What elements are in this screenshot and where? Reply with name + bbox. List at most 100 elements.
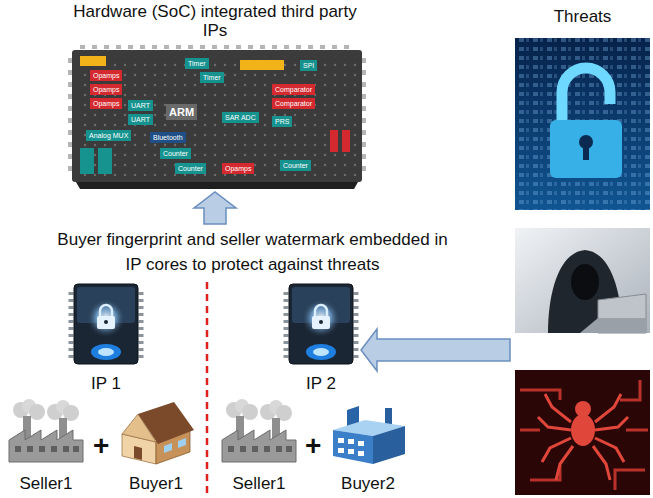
smoke xyxy=(29,404,45,420)
chip-block xyxy=(80,148,94,174)
ip-light xyxy=(91,344,121,360)
picture-ground xyxy=(515,228,650,333)
lock-shackle xyxy=(315,305,327,317)
ip-core-icon xyxy=(71,284,141,364)
node-text: Buyer1 xyxy=(129,474,183,494)
chip-block-label: SPI xyxy=(300,60,317,71)
ip-pins xyxy=(354,292,359,358)
chip-body xyxy=(72,50,362,182)
lock-body xyxy=(312,316,330,329)
node-text: Hardware (SoC) integrated third party IP… xyxy=(70,3,360,40)
factory-windows xyxy=(338,438,364,456)
factory-body xyxy=(9,430,83,462)
lock-keyhole xyxy=(104,320,108,324)
block-arrow xyxy=(361,329,510,371)
chip-block-label: ARM xyxy=(166,104,197,120)
chip-block xyxy=(240,60,284,70)
spider-body xyxy=(571,414,595,446)
data-bits xyxy=(515,38,650,210)
node-text: Buyer fingerprint and seller watermark e… xyxy=(53,228,453,277)
chip-block-label: Opamps xyxy=(90,98,122,109)
lock-body xyxy=(97,316,115,329)
spider-head xyxy=(575,401,591,417)
ip-pins xyxy=(139,292,144,358)
buyer-factory-icon xyxy=(333,406,405,464)
ip-light xyxy=(306,344,336,360)
ip-core-icon xyxy=(286,284,356,364)
chip-block xyxy=(342,130,350,152)
factory-windows xyxy=(15,446,79,452)
block-arrow xyxy=(194,192,236,224)
ip-pins xyxy=(69,292,74,358)
seller-factory-icon xyxy=(222,399,296,462)
picture-ground xyxy=(515,370,650,495)
soc-chip xyxy=(70,47,364,189)
ip-light xyxy=(98,348,114,356)
node-text: Threats xyxy=(554,7,612,27)
picture-ground xyxy=(515,38,650,210)
node-text: IP 1 xyxy=(91,374,121,394)
chip-block xyxy=(80,56,106,66)
lock-keyhole xyxy=(319,320,323,324)
chip-block xyxy=(330,130,338,152)
chip-block-label: Timer xyxy=(185,58,209,69)
node-text: Buyer2 xyxy=(341,474,395,494)
spider-legs xyxy=(538,394,628,480)
plus-sign: + xyxy=(93,432,109,460)
laptop-base xyxy=(580,318,646,333)
chip-block-label: Opamps xyxy=(222,163,254,174)
threats-panel: Threats xyxy=(512,0,653,498)
chip-edge xyxy=(76,182,358,189)
ip-protection-band: Buyer fingerprint and seller watermark e… xyxy=(0,226,505,498)
lock-shackle xyxy=(562,68,610,122)
chip-block-label: UART xyxy=(128,100,153,111)
house-door xyxy=(134,446,142,460)
chip-pins xyxy=(80,45,356,49)
factory-side xyxy=(373,426,405,464)
chip-block-label: Counter xyxy=(280,160,311,171)
ip-core-node: IP 1 xyxy=(68,282,144,394)
buyer-house-icon xyxy=(122,402,194,464)
factory-front xyxy=(333,430,373,464)
ip-body xyxy=(74,284,138,364)
chip-block-label: Opamps xyxy=(90,84,122,95)
ip-body xyxy=(289,284,353,364)
ip-pins xyxy=(284,292,289,358)
chip-pins xyxy=(68,58,72,178)
ip-light xyxy=(313,348,329,356)
node-text: IP 2 xyxy=(306,374,336,394)
chip-block-label: Timer xyxy=(200,72,224,83)
lock-body xyxy=(550,120,622,178)
chip-pins xyxy=(362,58,366,178)
ip-core-node: IP 2 xyxy=(283,282,359,394)
open-lock-picture xyxy=(515,38,650,210)
node-text: Seller1 xyxy=(233,474,286,494)
seller-node: Seller1 xyxy=(5,398,87,496)
node-text: Seller1 xyxy=(20,474,73,494)
lock-keyhole xyxy=(583,144,589,160)
buyer-node: Buyer2 xyxy=(325,398,411,496)
circuit-traces xyxy=(520,380,648,490)
chip-block-label: Counter xyxy=(175,163,206,174)
chip-block-label: Opamps xyxy=(90,70,122,81)
house-roof xyxy=(138,402,194,444)
chip-dots xyxy=(78,56,356,176)
smoke xyxy=(242,404,258,420)
chip-block-label: Bluetooth xyxy=(150,132,186,143)
chip-block-label: SAR ADC xyxy=(222,112,259,123)
hacker-picture xyxy=(515,228,650,333)
hardware-bug-picture xyxy=(515,370,650,495)
ip-glow xyxy=(86,298,126,338)
plus-sign: + xyxy=(305,432,321,460)
chip-block-label: UART xyxy=(128,114,153,125)
chip-block-label: Analog MUX xyxy=(86,130,131,141)
buyer-node: Buyer1 xyxy=(114,398,198,496)
ip-glow xyxy=(301,298,341,338)
divider-line xyxy=(206,282,209,498)
seller-factory-icon xyxy=(9,399,83,462)
house-window xyxy=(178,438,186,448)
factory-windows xyxy=(228,446,292,452)
house-window xyxy=(164,443,172,453)
chip-block-label: Comparator xyxy=(272,98,315,109)
chip-block-label: Counter xyxy=(160,148,191,159)
